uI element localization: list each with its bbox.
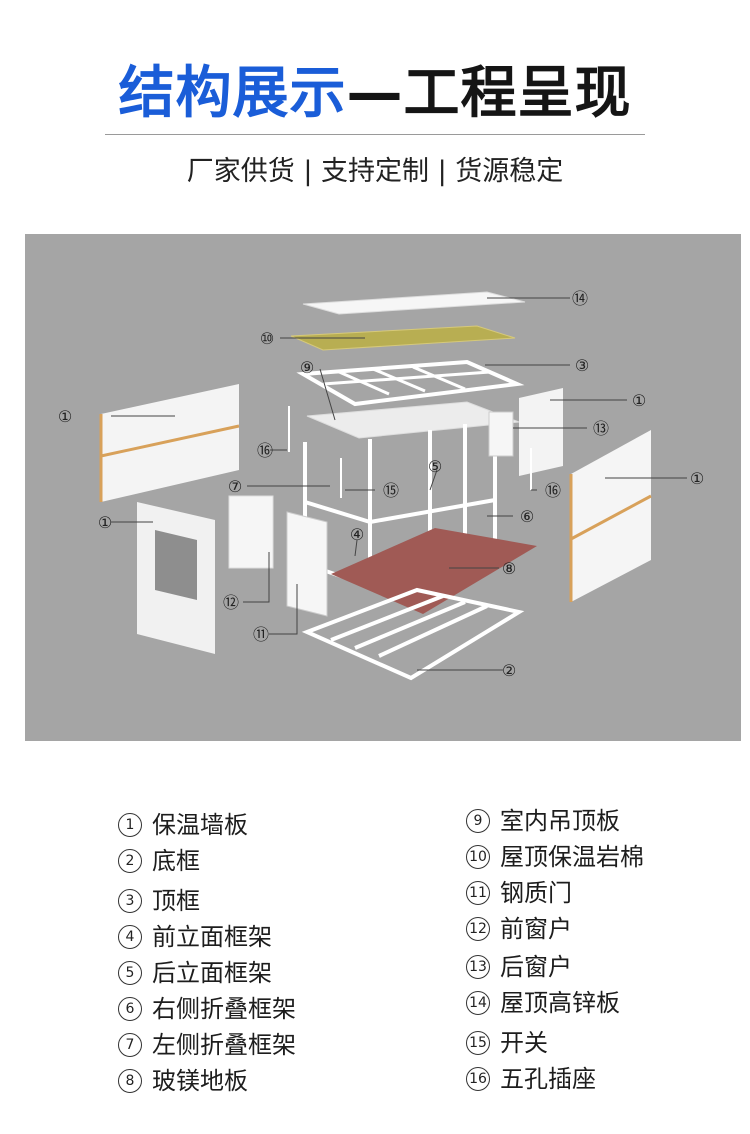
- ceiling-board: [306, 401, 520, 439]
- callout-9: ⑤: [428, 457, 442, 476]
- bottom-frame: [301, 587, 525, 681]
- roof-zinc-sheet: [302, 291, 526, 315]
- legend-number: 2: [118, 849, 142, 873]
- legend-label: 室内吊顶板: [500, 807, 620, 835]
- top-frame: [296, 359, 525, 407]
- legend-number: 9: [466, 809, 490, 833]
- callout-15: ⑥: [520, 507, 534, 526]
- legend-number: 1: [118, 813, 142, 837]
- legend-label: 保温墙板: [152, 811, 248, 839]
- legend-item: 11 钢质门: [466, 876, 572, 910]
- legend-label: 前立面框架: [152, 923, 272, 951]
- top-frame-grid: [322, 365, 491, 396]
- callout-13: ①: [690, 469, 704, 488]
- legend-number: 5: [118, 961, 142, 985]
- front-window: [228, 495, 274, 569]
- legend-number: 6: [118, 997, 142, 1021]
- callout-19: ⑪: [253, 625, 269, 644]
- callout-14: ⑯: [545, 481, 561, 500]
- legend-number: 3: [118, 889, 142, 913]
- title-highlight: 结构展示: [118, 60, 347, 126]
- legend-label: 后立面框架: [152, 959, 272, 987]
- page-title: 结构展示—工程呈现: [0, 48, 750, 128]
- callout-7: ⑬: [593, 419, 609, 438]
- legend-label: 玻镁地板: [152, 1067, 248, 1095]
- wall-panel-left-upper: [101, 384, 239, 502]
- callout-2: ⑩: [260, 329, 274, 348]
- callout-10: ⑦: [228, 477, 242, 496]
- legend-item: 7 左侧折叠框架: [118, 1028, 296, 1062]
- callout-16: ④: [350, 525, 364, 544]
- legend-label: 屋顶高锌板: [500, 989, 620, 1017]
- legend-label: 后窗户: [500, 953, 572, 981]
- legend-number: 11: [466, 881, 490, 905]
- legend-number: 14: [466, 991, 490, 1015]
- callout-8: ⑯: [257, 441, 273, 460]
- leader-lines: [111, 297, 687, 671]
- legend-label: 钢质门: [500, 879, 572, 907]
- legend-number: 12: [466, 917, 490, 941]
- legend-item: 6 右侧折叠框架: [118, 992, 296, 1026]
- callout-4: ③: [575, 356, 589, 375]
- wall-panel-back: [519, 388, 563, 476]
- legend-item: 9 室内吊顶板: [466, 804, 620, 838]
- legend-label: 顶框: [152, 887, 200, 915]
- legend-item: 13 后窗户: [466, 950, 572, 984]
- title-divider: [105, 134, 645, 135]
- legend-item: 5 后立面框架: [118, 956, 272, 990]
- legend-number: 15: [466, 1031, 490, 1055]
- legend-item: 16 五孔插座: [466, 1062, 596, 1096]
- legend-item: 3 顶框: [118, 884, 200, 918]
- callout-17: ⑧: [502, 559, 516, 578]
- legend-number: 4: [118, 925, 142, 949]
- callout-20: ②: [502, 661, 516, 680]
- legend-item: 1 保温墙板: [118, 808, 248, 842]
- callout-18: ⑫: [223, 593, 239, 612]
- callout-6: ①: [58, 407, 72, 426]
- back-window: [488, 411, 514, 457]
- callout-11: ⑮: [383, 481, 399, 500]
- mgo-floor: [331, 528, 537, 614]
- legend-label: 前窗户: [500, 915, 572, 943]
- legend-label: 底框: [152, 847, 200, 875]
- legend-item: 10 屋顶保温岩棉: [466, 840, 644, 874]
- subtitle: 厂家供货 | 支持定制 | 货源稳定: [186, 156, 564, 187]
- legend-number: 13: [466, 955, 490, 979]
- legend-label: 右侧折叠框架: [152, 995, 296, 1023]
- callout-3: ⑨: [300, 358, 314, 377]
- legend-item: 8 玻镁地板: [118, 1064, 248, 1098]
- callout-1: ⑭: [572, 289, 588, 308]
- steel-door: [286, 511, 328, 617]
- legend-number: 10: [466, 845, 490, 869]
- legend-item: 12 前窗户: [466, 912, 572, 946]
- roof-rockwool: [290, 325, 516, 351]
- legend-item: 14 屋顶高锌板: [466, 986, 620, 1020]
- legend-item: 4 前立面框架: [118, 920, 272, 954]
- legend-number: 7: [118, 1033, 142, 1057]
- legend-label: 开关: [500, 1029, 548, 1057]
- title-rest: —工程呈现: [346, 60, 632, 126]
- legend-item: 2 底框: [118, 844, 200, 878]
- legend-label: 五孔插座: [500, 1065, 596, 1093]
- legend-label: 左侧折叠框架: [152, 1031, 296, 1059]
- callout-12: ①: [98, 513, 112, 532]
- legend-label: 屋顶保温岩棉: [500, 843, 644, 871]
- legend-item: 15 开关: [466, 1026, 548, 1060]
- legend-number: 16: [466, 1067, 490, 1091]
- legend-number: 8: [118, 1069, 142, 1093]
- callout-5: ①: [632, 391, 646, 410]
